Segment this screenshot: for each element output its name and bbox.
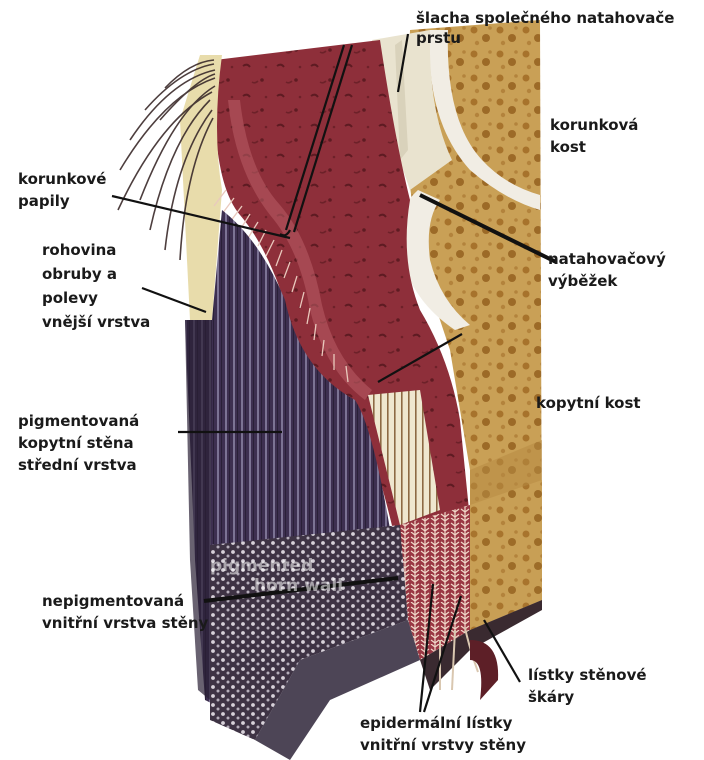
- label-dermal-laminae: lístky stěnové škáry: [528, 664, 647, 708]
- label-line: nepigmentovaná: [42, 590, 208, 612]
- label-line: vnitřní vrstvy stěny: [360, 734, 526, 756]
- label-line: lístky stěnové: [528, 664, 647, 686]
- label-extensor-tendon: šlacha společného natahovače prstu: [416, 8, 674, 48]
- label-epidermal-laminae: epidermální lístky vnitřní vrstvy stěny: [360, 712, 526, 756]
- label-line: papily: [18, 190, 106, 212]
- label-periople-outer-layer: rohovina obruby a polevy vnější vrstva: [42, 238, 150, 334]
- label-coffin-bone: kopytní kost: [536, 392, 641, 414]
- label-line: střední vrstva: [18, 454, 139, 476]
- label-line: korunkové: [18, 168, 106, 190]
- label-line: epidermální lístky: [360, 712, 526, 734]
- label-line: vnitřní vrstva stěny: [42, 612, 208, 634]
- label-line: korunková: [550, 114, 638, 136]
- ghost-line: horn wall: [254, 576, 343, 596]
- label-line: natahovačový: [548, 248, 666, 270]
- label-line: škáry: [528, 686, 647, 708]
- label-line: vnější vrstva: [42, 310, 150, 334]
- label-line: prstu: [416, 28, 674, 48]
- label-line: kost: [550, 136, 638, 158]
- label-coronary-papillae: korunkové papily: [18, 168, 106, 212]
- label-non-pigmented-layer: nepigmentovaná vnitřní vrstva stěny: [42, 590, 208, 634]
- label-line: rohovina: [42, 238, 150, 262]
- label-line: obruby a: [42, 262, 150, 286]
- label-line: polevy: [42, 286, 150, 310]
- label-line: výběžek: [548, 270, 666, 292]
- ghost-label: pigmented horn wall: [210, 556, 343, 596]
- label-extensor-process: natahovačový výběžek: [548, 248, 666, 292]
- label-pigmented-wall: pigmentovaná kopytní stěna střední vrstv…: [18, 410, 139, 476]
- label-middle-phalanx: korunková kost: [550, 114, 638, 158]
- ghost-line: pigmented: [210, 556, 343, 576]
- label-line: šlacha společného natahovače: [416, 8, 674, 28]
- label-line: pigmentovaná: [18, 410, 139, 432]
- label-line: kopytní kost: [536, 392, 641, 414]
- label-line: kopytní stěna: [18, 432, 139, 454]
